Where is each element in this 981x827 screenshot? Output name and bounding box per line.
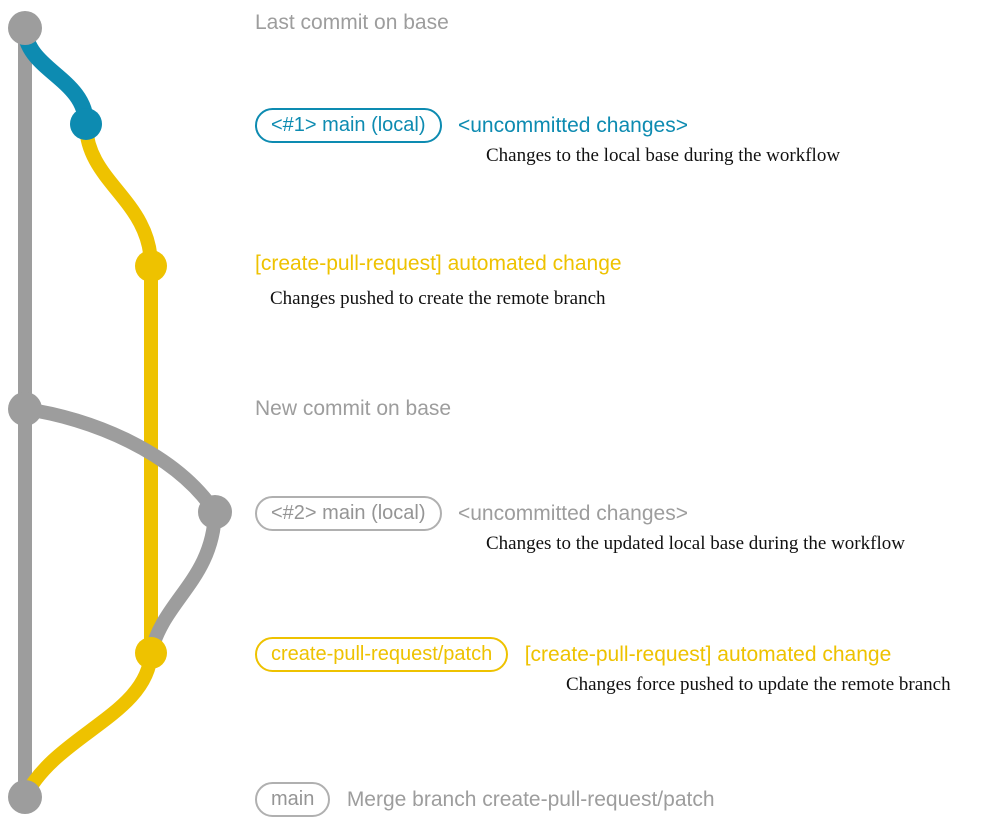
commit-row-patch-2: create-pull-request/patch [create-pull-r… [255, 637, 891, 672]
commit-row-base-last: Last commit on base [255, 11, 449, 35]
commit-note-local-1: Changes to the local base during the wor… [486, 145, 841, 166]
edge-patch2-to-merge [18, 646, 158, 804]
commit-subject: [create-pull-request] automated change [524, 642, 892, 666]
commit-node-local-1[interactable] [70, 108, 102, 140]
commit-row-local-2: <#2> main (local) <uncommitted changes> [255, 496, 688, 531]
commit-subject: Merge branch create-pull-request/patch [346, 787, 715, 811]
commit-subject: <uncommitted changes> [457, 501, 688, 525]
commit-subject: <uncommitted changes> [457, 113, 688, 137]
edge-base-to-local1 [17, 20, 94, 132]
commit-node-merge[interactable] [8, 780, 42, 814]
ref-badge-main-local-1[interactable]: <#1> main (local) [255, 108, 442, 143]
edge-local2-to-patch2 [144, 505, 222, 660]
commit-node-patch-2[interactable] [135, 637, 167, 669]
commit-note-patch-2: Changes force pushed to update the remot… [566, 674, 951, 695]
ref-badge-main[interactable]: main [255, 782, 331, 817]
commit-note-patch-1: Changes pushed to create the remote bran… [270, 288, 606, 309]
commit-node-base-last[interactable] [8, 11, 42, 45]
commit-row-local-1: <#1> main (local) <uncommitted changes> [255, 108, 688, 143]
ref-badge-create-pull-request-patch[interactable]: create-pull-request/patch [255, 637, 509, 672]
edge-local1-to-patch1 [79, 117, 158, 273]
commit-row-patch-1: [create-pull-request] automated change [255, 252, 622, 276]
commit-node-patch-1[interactable] [135, 250, 167, 282]
ref-badge-main-local-2[interactable]: <#2> main (local) [255, 496, 442, 531]
commit-subject: New commit on base [255, 397, 452, 420]
commit-row-merge: main Merge branch create-pull-request/pa… [255, 782, 715, 817]
commit-row-base-new: New commit on base [255, 397, 451, 421]
commit-node-local-2[interactable] [198, 495, 232, 529]
commit-subject: Last commit on base [255, 11, 449, 34]
commit-note-local-2: Changes to the updated local base during… [486, 533, 905, 554]
commit-node-base-new[interactable] [8, 392, 42, 426]
edge-base-to-local2 [18, 402, 222, 519]
commit-subject: [create-pull-request] automated change [255, 252, 622, 275]
